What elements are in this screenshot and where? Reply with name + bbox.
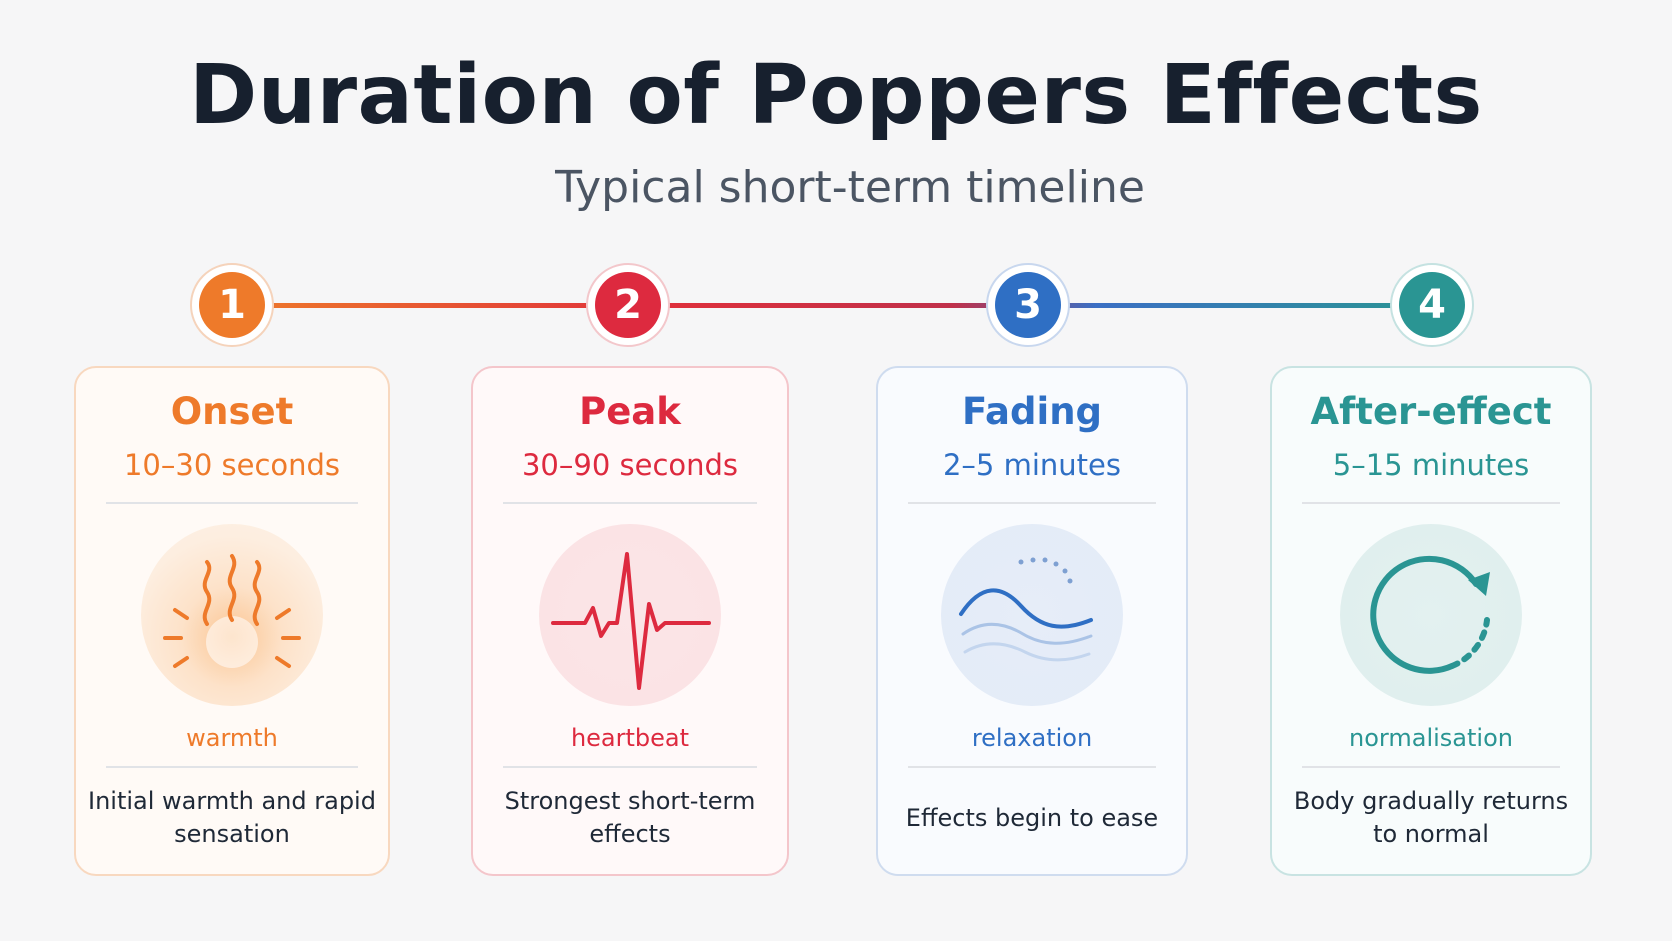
card-peak: Peak 30–90 seconds heartbeat Strongest s… [471, 366, 789, 876]
timeline-node-4 [1390, 263, 1474, 347]
divider [1302, 766, 1560, 768]
step-number-2: 2 [614, 282, 642, 328]
cycle-icon [1340, 524, 1522, 706]
card-onset: Onset 10–30 seconds warmth Initial warmt… [74, 366, 390, 876]
wave-icon [941, 524, 1123, 706]
divider [503, 766, 757, 768]
divider [106, 766, 358, 768]
divider [1302, 502, 1560, 504]
heartbeat-icon [539, 524, 721, 706]
step-number-3: 3 [1014, 282, 1042, 328]
card-keyword: relaxation [971, 724, 1093, 752]
divider [908, 502, 1156, 504]
divider [908, 766, 1156, 768]
card-keyword: normalisation [1349, 724, 1513, 752]
card-duration: 10–30 seconds [123, 448, 341, 482]
card-duration: 2–5 minutes [942, 448, 1121, 482]
timeline-node-2 [586, 263, 670, 347]
timeline-node-1 [190, 263, 274, 347]
warmth-icon [141, 524, 323, 706]
card-duration: 30–90 seconds [521, 448, 739, 482]
card-title: After-effect [1310, 390, 1552, 433]
card-fading: Fading 2–5 minutes relaxation Effects be… [876, 366, 1188, 876]
card-description: Initial warmth and rapid sensation [88, 787, 376, 848]
card-title: Peak [579, 390, 681, 433]
card-duration: 5–15 minutes [1332, 448, 1530, 482]
card-description: Effects begin to ease [905, 803, 1159, 832]
card-title: Fading [961, 390, 1103, 433]
step-number-4: 4 [1418, 282, 1446, 328]
page-subtitle: Typical short-term timeline [555, 162, 1145, 213]
timeline-node-3 [986, 263, 1070, 347]
card-title: Onset [170, 390, 294, 433]
divider [503, 502, 757, 504]
timeline-line [232, 303, 1432, 308]
step-number-1: 1 [218, 282, 246, 328]
divider [106, 502, 358, 504]
card-description: Strongest short-term effects [504, 787, 756, 848]
card-keyword: warmth [186, 724, 278, 752]
card-after-effect: After-effect 5–15 minutes normalisation … [1270, 366, 1592, 876]
page-title: Duration of Poppers Effects [189, 48, 1483, 143]
card-description: Body gradually returns to normal [1293, 787, 1569, 848]
card-keyword: heartbeat [570, 724, 690, 752]
